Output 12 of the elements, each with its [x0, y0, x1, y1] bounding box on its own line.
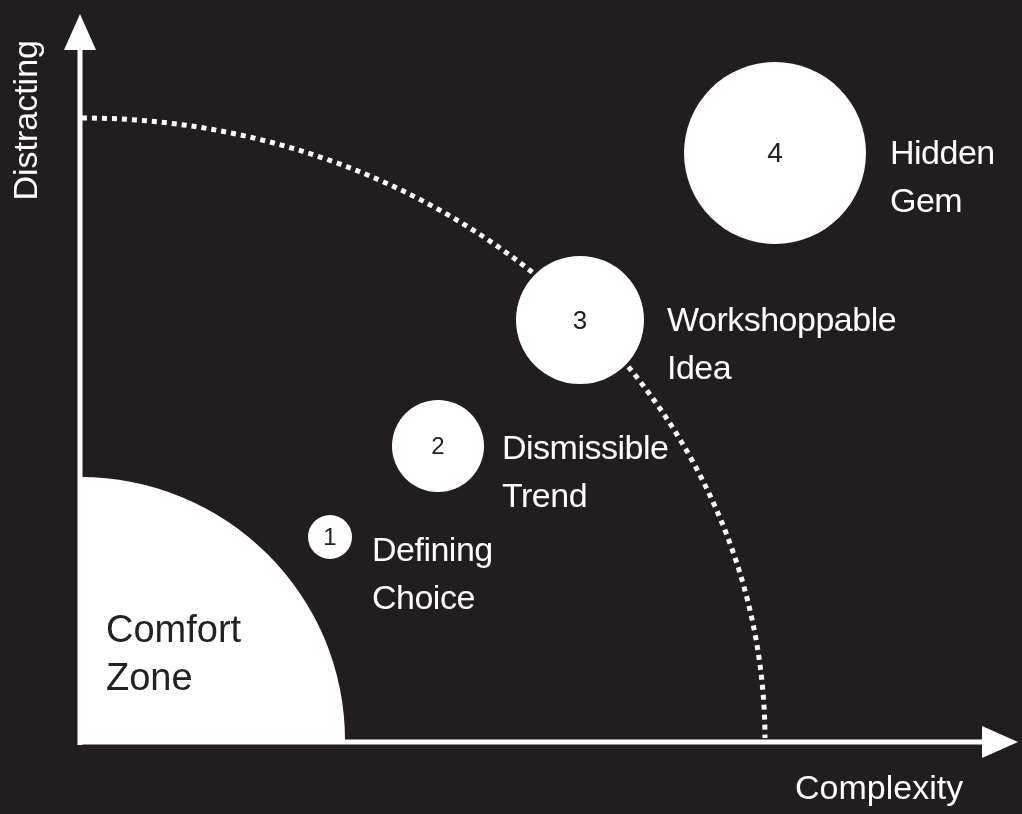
circle-caption: Hidden Gem [890, 132, 996, 221]
circle-caption: Defining Choice [372, 529, 494, 618]
circle-number: 2 [431, 432, 445, 460]
circle-caption: Workshoppable Idea [667, 299, 898, 388]
circle-caption: Dismissible Trend [502, 427, 670, 516]
circle-number: 1 [323, 523, 337, 551]
numbered-circle [308, 515, 352, 559]
y-axis-label: Distracting [6, 40, 45, 201]
circle-number: 3 [572, 304, 588, 336]
zone-label: Comfort Zone [106, 607, 243, 700]
x-axis-label: Complexity [795, 768, 964, 807]
circle-number: 4 [767, 137, 783, 169]
